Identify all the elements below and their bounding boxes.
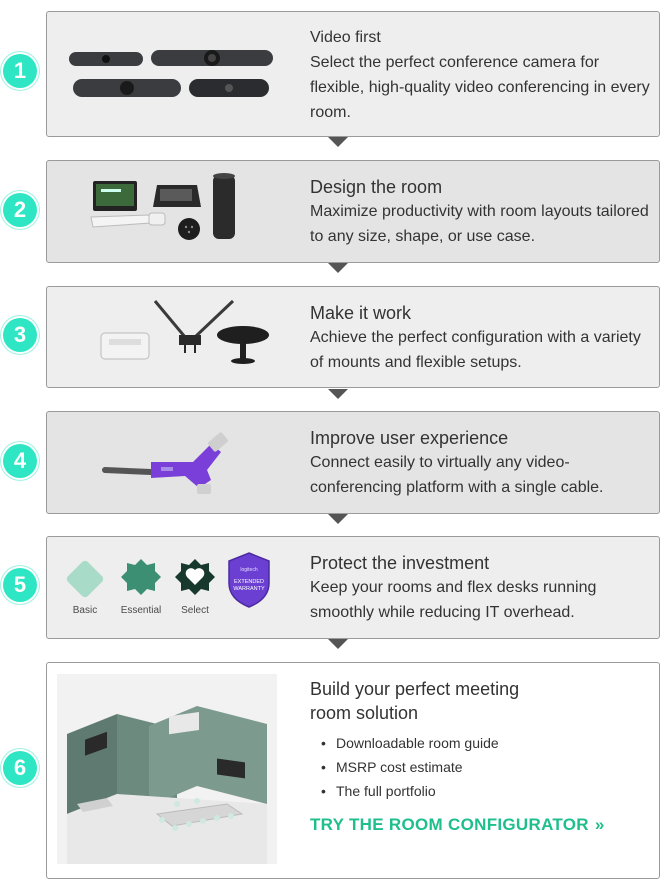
- step-card[interactable]: Make it work Achieve the perfect configu…: [46, 286, 660, 388]
- step-number-badge: 4: [3, 444, 37, 478]
- feature-list: Downloadable room guide MSRP cost estima…: [310, 731, 650, 803]
- room-layout-image: [57, 674, 277, 864]
- down-arrow-icon: [328, 514, 348, 524]
- basic-plan-icon: Basic: [66, 560, 104, 616]
- service-plans: Basic Essential Select logitech EXTENDED…: [57, 543, 307, 635]
- step-card[interactable]: Basic Essential Select logitech EXTENDED…: [46, 536, 660, 639]
- step-number-badge: 5: [3, 568, 37, 602]
- list-item: The full portfolio: [321, 779, 650, 803]
- cable-adapter-image: [102, 432, 228, 494]
- step-description: Achieve the perfect configuration with a…: [310, 329, 641, 371]
- room-configurator-link[interactable]: TRY THE ROOM CONFIGURATOR »: [310, 815, 605, 835]
- extended-warranty-badge-icon: logitech EXTENDED WARRANTY: [228, 552, 270, 608]
- cta-label: TRY THE ROOM CONFIGURATOR: [310, 815, 589, 834]
- step-description: Select the perfect conference camera for…: [310, 54, 650, 121]
- step-description: Connect easily to virtually any video-co…: [310, 454, 604, 496]
- camera-bars-image: [69, 50, 273, 97]
- step-number-badge: 6: [3, 751, 37, 785]
- essential-plan-icon: Essential: [121, 559, 162, 616]
- step-title: Video first: [310, 29, 381, 46]
- room-devices-image: [90, 173, 235, 240]
- step-card[interactable]: Design the room Maximize productivity wi…: [46, 160, 660, 263]
- step-number-badge: 1: [3, 54, 37, 88]
- plan-label: Basic: [73, 605, 97, 616]
- step-card[interactable]: Build your perfect meeting room solution…: [46, 662, 660, 879]
- list-item: Downloadable room guide: [321, 731, 650, 755]
- select-plan-icon: Select: [175, 559, 215, 616]
- svg-text:WARRANTY: WARRANTY: [233, 586, 265, 592]
- step-title: Design the room: [310, 177, 443, 197]
- step-title: Protect the investment: [310, 553, 490, 573]
- step-number-badge: 2: [3, 193, 37, 227]
- down-arrow-icon: [328, 137, 348, 147]
- step-title: Improve user experience: [310, 428, 509, 448]
- down-arrow-icon: [328, 639, 348, 649]
- step-card[interactable]: Video first Select the perfect conferenc…: [46, 11, 660, 137]
- step-number-badge: 3: [3, 318, 37, 352]
- svg-text:logitech: logitech: [240, 567, 257, 573]
- plan-label: Essential: [121, 605, 162, 616]
- mounts-image: [100, 299, 269, 364]
- list-item: MSRP cost estimate: [321, 755, 650, 779]
- step-title: Build your perfect meeting room solution: [310, 679, 520, 723]
- step-description: Keep your rooms and flex desks running s…: [310, 579, 597, 621]
- step-description: Maximize productivity with room layouts …: [310, 203, 649, 245]
- double-chevron-right-icon: »: [594, 815, 605, 834]
- down-arrow-icon: [328, 389, 348, 399]
- down-arrow-icon: [328, 263, 348, 273]
- step-card[interactable]: Improve user experience Connect easily t…: [46, 411, 660, 514]
- plan-label: Select: [181, 605, 209, 616]
- svg-text:EXTENDED: EXTENDED: [234, 579, 264, 585]
- step-title: Make it work: [310, 303, 412, 323]
